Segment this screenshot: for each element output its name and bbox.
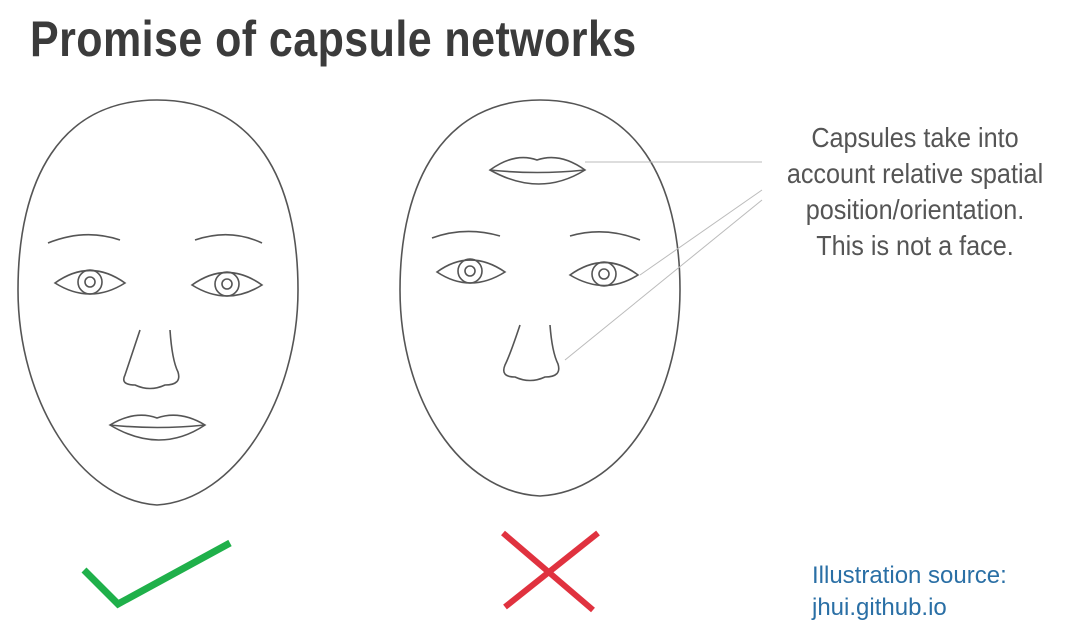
- annotation-text: Capsules take into account relative spat…: [758, 120, 1073, 264]
- face-correct: [17, 99, 299, 506]
- annotation-line: position/orientation.: [805, 194, 1025, 225]
- illustration-source: Illustration source: jhui.github.io: [812, 560, 1007, 624]
- pointer-lines: [564, 161, 763, 361]
- source-link[interactable]: jhui.github.io: [812, 594, 947, 621]
- face-scrambled: [399, 99, 681, 497]
- slide-title: Promise of capsule networks: [30, 11, 637, 67]
- source-label: Illustration source:: [812, 562, 1007, 589]
- cross-icon: [501, 530, 600, 613]
- annotation-line: This is not a face.: [816, 230, 1014, 261]
- check-icon: [81, 539, 232, 609]
- annotation-line: Capsules take into: [811, 122, 1019, 153]
- annotation-line: account relative spatial: [786, 158, 1044, 189]
